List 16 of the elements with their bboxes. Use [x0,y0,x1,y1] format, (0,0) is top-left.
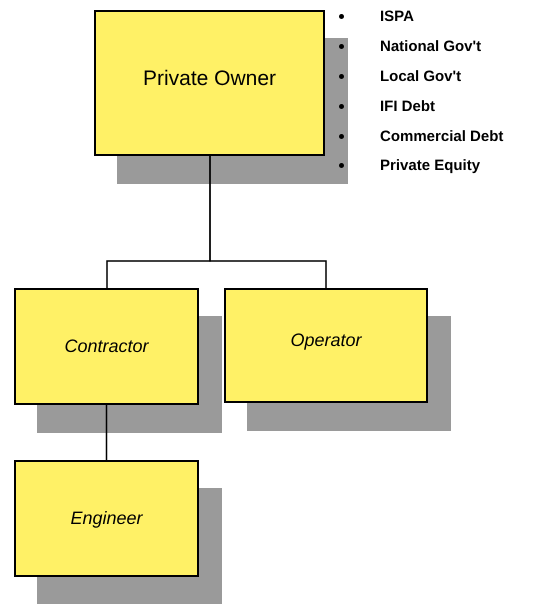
org-box [14,460,199,577]
funding-source-text: ISPA [380,8,414,26]
box-label: Operator [290,330,362,352]
funding-source-text: IFI Debt [380,98,435,115]
box-label: Private Owner [142,67,276,92]
funding-source-text: Private Equity [380,157,480,174]
box-label: Engineer [70,508,143,529]
funding-source-text: Commercial Debt [380,128,504,145]
box-label: Contractor [64,336,149,357]
connector-line [209,156,327,288]
org-box [224,288,428,403]
funding-source-text: National Gov't [380,38,482,56]
connector-line [106,405,108,460]
org-box [14,288,199,405]
funding-source-text: Local Gov't [380,68,462,85]
org-box [94,10,325,156]
